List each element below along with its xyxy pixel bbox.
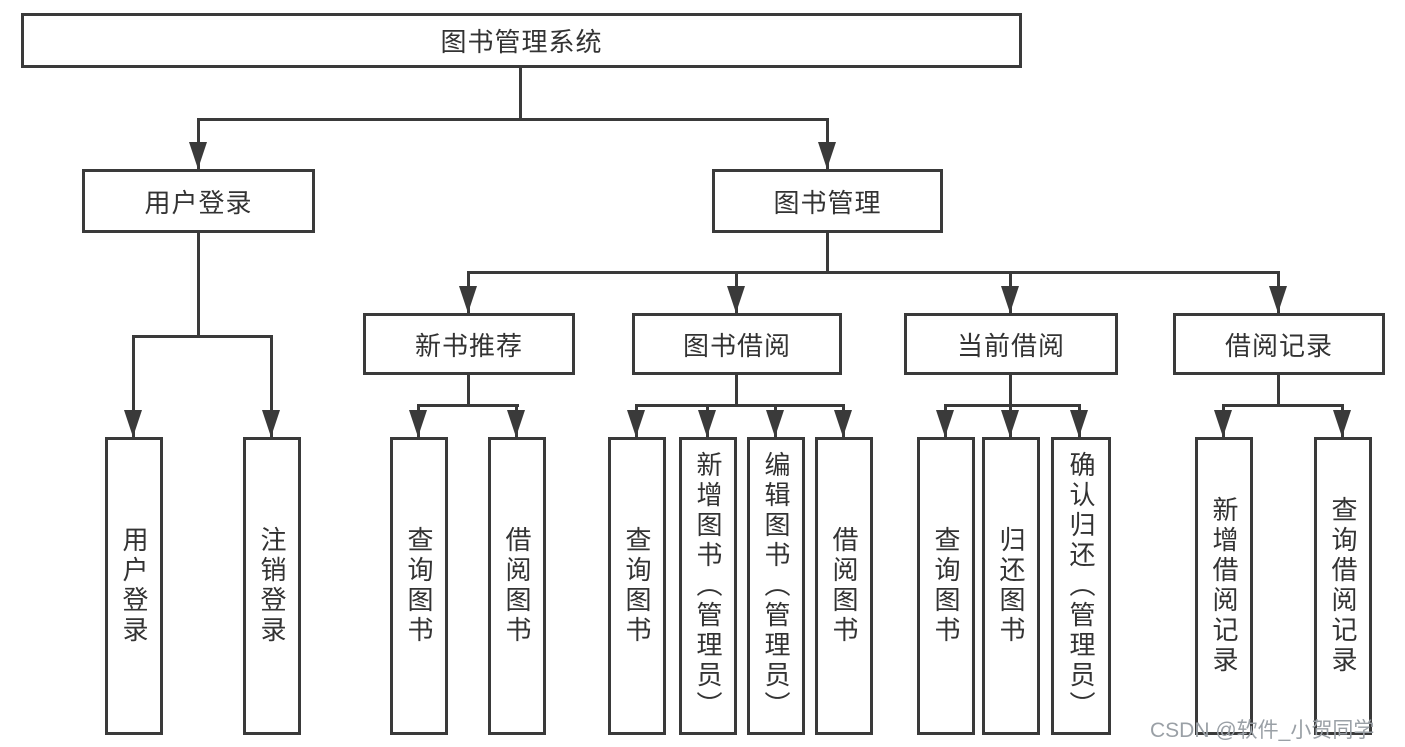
- connector-line: [1009, 375, 1012, 405]
- connector-line: [270, 335, 273, 437]
- node-book-mgmt: 图书管理: [712, 169, 943, 233]
- arrow-down-icon: [1333, 410, 1351, 437]
- connector-line: [1222, 404, 1344, 407]
- connector-line: [1277, 375, 1280, 405]
- node-user-login: 用户登录: [82, 169, 315, 233]
- arrow-down-icon: [1001, 286, 1019, 313]
- arrow-down-icon: [1070, 410, 1088, 437]
- connector-line: [826, 233, 829, 273]
- leaf-borrow-books: 借阅图书: [815, 437, 873, 735]
- arrow-down-icon: [262, 410, 280, 437]
- leaf-add-books-admin: 新增图书（管理员）: [679, 437, 737, 735]
- node-borrow-record: 借阅记录: [1173, 313, 1385, 375]
- connector-line: [467, 271, 1280, 274]
- arrow-down-icon: [698, 410, 716, 437]
- arrow-down-icon: [1269, 286, 1287, 313]
- arrow-down-icon: [507, 410, 525, 437]
- arrow-down-icon: [818, 142, 836, 169]
- leaf-add-borrow-record: 新增借阅记录: [1195, 437, 1253, 735]
- arrow-down-icon: [936, 410, 954, 437]
- leaf-return-books: 归还图书: [982, 437, 1040, 735]
- arrow-down-icon: [189, 142, 207, 169]
- leaf-confirm-return-admin: 确认归还（管理员）: [1051, 437, 1111, 735]
- watermark-text: CSDN @软件_小贺同学: [1150, 719, 1375, 742]
- connector-line: [197, 233, 200, 335]
- arrow-down-icon: [727, 286, 745, 313]
- node-root: 图书管理系统: [21, 13, 1022, 68]
- node-current-borrow: 当前借阅: [904, 313, 1118, 375]
- connector-line: [467, 375, 470, 405]
- connector-line: [417, 404, 519, 407]
- arrow-down-icon: [459, 286, 477, 313]
- arrow-down-icon: [834, 410, 852, 437]
- connector-line: [132, 335, 135, 437]
- arrow-down-icon: [124, 410, 142, 437]
- connector-line: [635, 404, 845, 407]
- node-book-borrow: 图书借阅: [632, 313, 842, 375]
- leaf-borrow-books: 借阅图书: [488, 437, 546, 735]
- node-new-book-rec: 新书推荐: [363, 313, 575, 375]
- arrow-down-icon: [1214, 410, 1232, 437]
- leaf-query-books: 查询图书: [608, 437, 666, 735]
- leaf-query-books: 查询图书: [390, 437, 448, 735]
- leaf-query-borrow-record: 查询借阅记录: [1314, 437, 1372, 735]
- arrow-down-icon: [627, 410, 645, 437]
- leaf-edit-books-admin: 编辑图书（管理员）: [747, 437, 805, 735]
- arrow-down-icon: [766, 410, 784, 437]
- connector-line: [519, 68, 522, 120]
- connector-line: [944, 404, 1081, 407]
- arrow-down-icon: [409, 410, 427, 437]
- leaf-logout: 注销登录: [243, 437, 301, 735]
- connector-line: [197, 118, 829, 121]
- leaf-user-login: 用户登录: [105, 437, 163, 735]
- connector-line: [132, 335, 273, 338]
- connector-line: [735, 375, 738, 405]
- arrow-down-icon: [1001, 410, 1019, 437]
- leaf-query-books: 查询图书: [917, 437, 975, 735]
